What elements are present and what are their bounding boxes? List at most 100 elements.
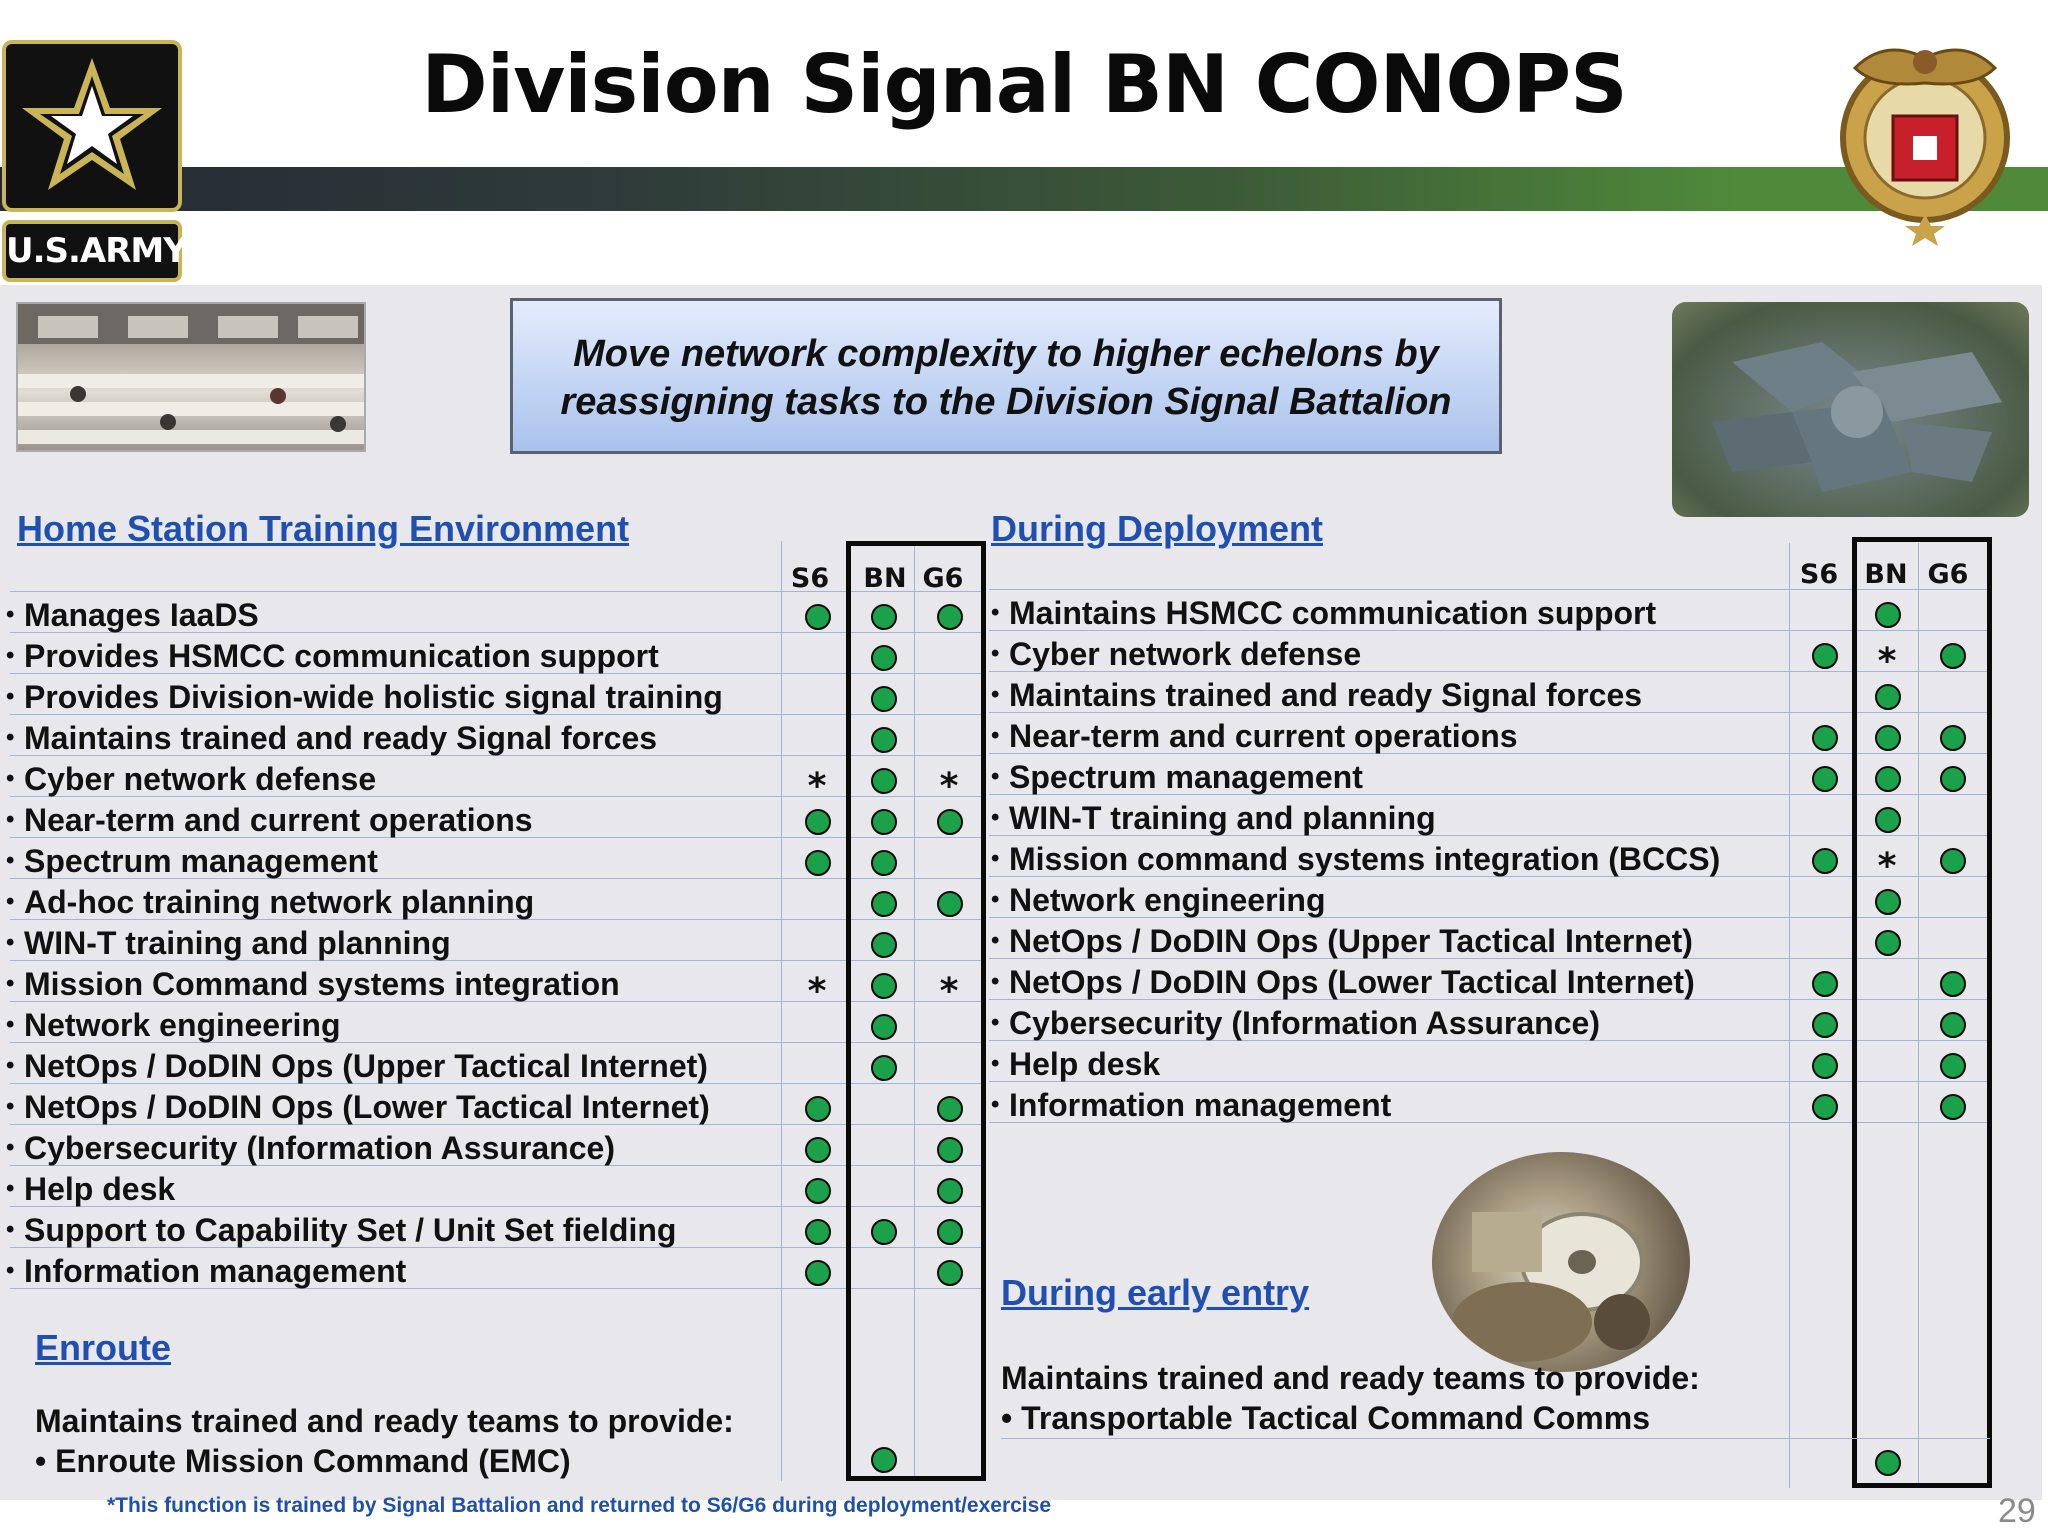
check-dot-icon [1812, 1012, 1838, 1038]
key-message-callout: Move network complexity to higher echelo… [510, 298, 1502, 454]
check-dot-icon [871, 809, 897, 835]
check-dot-icon [1812, 848, 1838, 874]
list-item-label: Spectrum management [24, 843, 378, 879]
bullet: • [991, 763, 1000, 790]
enroute-intro: Maintains trained and ready teams to pro… [35, 1403, 734, 1439]
field-antenna-photo [1432, 1152, 1690, 1372]
list-item: • Spectrum management [6, 841, 378, 881]
bullet: • [6, 888, 15, 915]
grid-hline [989, 753, 1990, 754]
list-item-label: Cybersecurity (Information Assurance) [24, 1130, 615, 1166]
bullet: • [6, 847, 15, 874]
list-item-label: NetOps / DoDIN Ops (Lower Tactical Inter… [1009, 964, 1695, 1000]
list-item-label: Support to Capability Set / Unit Set fie… [24, 1212, 677, 1248]
page-title: Division Signal BN CONOPS [421, 38, 1627, 131]
grid-hline [10, 1042, 986, 1043]
check-dot-icon [871, 645, 897, 671]
bullet: • [991, 1009, 1000, 1036]
right-bn-column-highlight [1852, 537, 1992, 1488]
right-header-g6: G6 [1927, 559, 1969, 590]
check-dot-icon [871, 768, 897, 794]
bullet: • [6, 1134, 15, 1161]
grid-hline [989, 1040, 1990, 1041]
grid-hline [10, 1165, 986, 1166]
list-item: • Cybersecurity (Information Assurance) [6, 1128, 615, 1168]
grid-hline [10, 1247, 986, 1248]
check-dot-icon [871, 932, 897, 958]
list-item: •Maintains HSMCC communication support [991, 593, 1656, 633]
check-dot-icon [1940, 971, 1966, 997]
army-star-logo [2, 40, 182, 212]
grid-hline [989, 958, 1990, 959]
check-dot-icon [1812, 971, 1838, 997]
asterisk-icon: * [1877, 846, 1897, 887]
check-dot-icon [871, 973, 897, 999]
bullet: • [991, 1091, 1000, 1118]
enroute-item: • Enroute Mission Command (EMC) [35, 1443, 571, 1480]
check-dot-icon [805, 1137, 831, 1163]
bullet: • [35, 1443, 47, 1479]
right-header-s6: S6 [1799, 559, 1839, 590]
list-item: •Near-term and current operations [6, 800, 533, 840]
list-item-label: Information management [24, 1253, 407, 1289]
grid-hline [10, 1124, 986, 1125]
page-number: 29 [1998, 1492, 2036, 1530]
footnote: *This function is trained by Signal Batt… [107, 1494, 1051, 1517]
grid-vline [781, 541, 782, 1481]
check-dot-icon [1875, 725, 1901, 751]
bullet: • [1001, 1400, 1013, 1436]
check-dot-icon [871, 1447, 897, 1473]
check-dot-icon [871, 1055, 897, 1081]
check-dot-icon [1940, 1053, 1966, 1079]
list-item-label: Network engineering [24, 1007, 341, 1043]
list-item-label: Help desk [24, 1171, 176, 1207]
header-gradient-bar [0, 167, 2048, 211]
list-item-label: Information management [1009, 1087, 1392, 1123]
grid-hline [10, 632, 986, 633]
early-entry-underline [1001, 1438, 1990, 1439]
check-dot-icon [1940, 848, 1966, 874]
list-item: •Provides Division-wide holistic signal … [6, 677, 723, 717]
asterisk-icon: * [807, 766, 827, 807]
check-dot-icon [1875, 602, 1901, 628]
bullet: • [6, 601, 15, 628]
list-item-label: WIN-T training and planning [24, 925, 451, 961]
command-center-photo [16, 302, 366, 452]
signal-corps-crest [1825, 28, 2025, 248]
bullet: • [6, 1216, 15, 1243]
list-item-label: NetOps / DoDIN Ops (Lower Tactical Inter… [24, 1089, 710, 1125]
list-item-label: Ad-hoc training network planning [24, 884, 535, 920]
list-item-label: Cyber network defense [1009, 636, 1362, 672]
grid-vline [1789, 543, 1790, 1488]
list-item: •Cyber network defense [991, 634, 1361, 674]
right-header-bn: BN [1864, 559, 1908, 590]
check-dot-icon [937, 1096, 963, 1122]
grid-hline [10, 1206, 986, 1207]
grid-hline [989, 794, 1990, 795]
bullet: • [6, 1093, 15, 1120]
bullet: • [991, 681, 1000, 708]
grid-hline [10, 591, 986, 592]
list-item: •NetOps / DoDIN Ops (Upper Tactical Inte… [991, 921, 1693, 961]
list-item-label: Maintains HSMCC communication support [1009, 595, 1657, 631]
bullet: • [991, 927, 1000, 954]
list-item-label: Provides HSMCC communication support [24, 638, 659, 674]
left-header-s6: S6 [790, 563, 830, 594]
bullet: • [991, 804, 1000, 831]
bullet: • [991, 968, 1000, 995]
check-dot-icon [1940, 725, 1966, 751]
bullet: • [6, 1175, 15, 1202]
left-bn-column-highlight [846, 541, 986, 1481]
early-entry-intro: Maintains trained and ready teams to pro… [1001, 1360, 1700, 1396]
check-dot-icon [937, 604, 963, 630]
grid-hline [989, 1122, 1990, 1123]
check-dot-icon [937, 891, 963, 917]
bullet: • [6, 765, 15, 792]
bullet: • [6, 1257, 15, 1284]
list-item-label: Cybersecurity (Information Assurance) [1009, 1005, 1600, 1041]
list-item-label: Near-term and current operations [1009, 718, 1518, 754]
list-item: •Provides HSMCC communication support [6, 636, 659, 676]
check-dot-icon [871, 1219, 897, 1245]
list-item: •Maintains trained and ready Signal forc… [991, 675, 1642, 715]
grid-hline [989, 876, 1990, 877]
